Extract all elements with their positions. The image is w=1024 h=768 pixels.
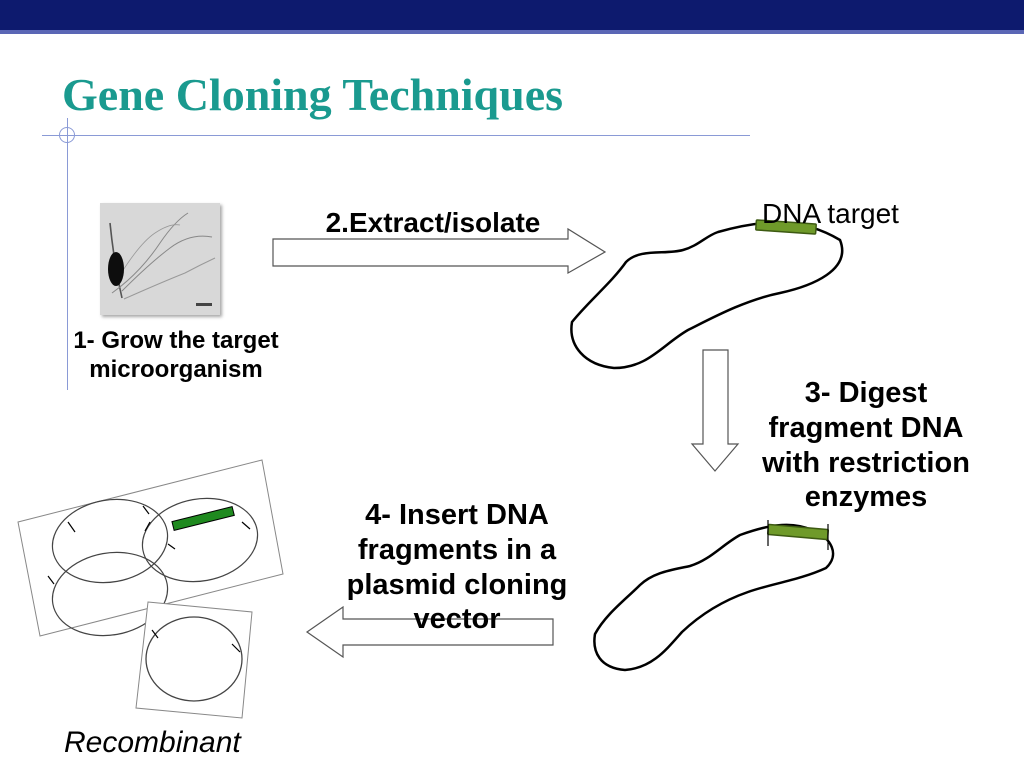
- microorganism-micrograph: [100, 203, 220, 315]
- dna-fragment-strand: [593, 523, 835, 672]
- plasmid-ring: [51, 551, 169, 637]
- step1-label: 1- Grow the target microorganism: [73, 327, 279, 383]
- margin-rule: [67, 118, 68, 390]
- plasmid-ring: [141, 497, 259, 583]
- slide-title: Gene Cloning Techniques: [62, 69, 564, 120]
- plasmid-ring: [51, 498, 169, 584]
- crosshair-ornament: [56, 124, 78, 146]
- dna-target-marker: [755, 219, 817, 235]
- micrograph-image: [100, 203, 220, 315]
- step3-label: 3- Digest fragment DNA with restriction …: [762, 377, 970, 514]
- header-bar: [0, 0, 1024, 30]
- step4-label: 4- Insert DNA fragments in a plasmid clo…: [346, 499, 568, 636]
- recombinant-label: Recombinant: [64, 726, 241, 759]
- recombinant-plasmid-ring: [145, 616, 243, 702]
- digest-arrow-down: [690, 349, 740, 472]
- title-rule: [42, 135, 750, 136]
- header-stripe: [0, 30, 1024, 34]
- extract-arrow-right: [272, 227, 607, 275]
- recombinant-panel: [135, 601, 253, 719]
- dna-target-label: DNA target: [762, 198, 899, 229]
- plasmid-insert: [171, 506, 235, 531]
- insert-arrow-left: [305, 605, 554, 659]
- plasmid-panel: [17, 459, 284, 637]
- dna-target-strand: [570, 221, 844, 370]
